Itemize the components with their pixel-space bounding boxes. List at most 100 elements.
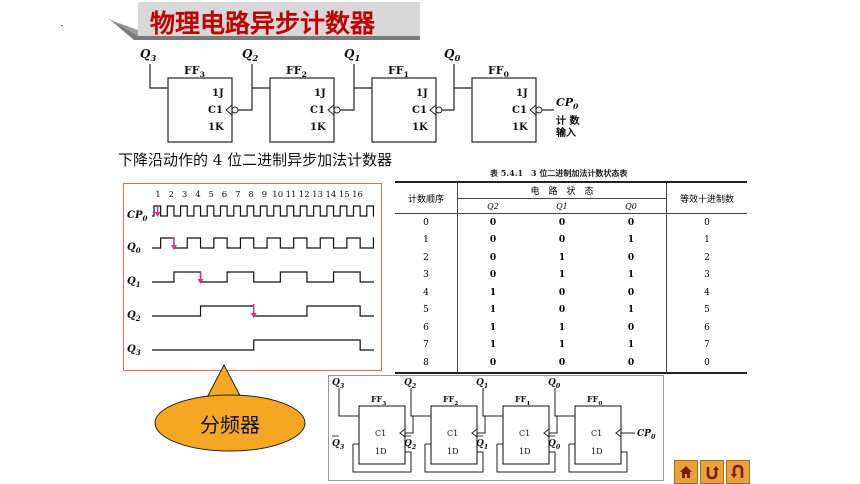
table-cell: 0 <box>666 213 747 232</box>
flip-flop-box <box>371 77 437 143</box>
col-header-order: 计数顺序 <box>395 182 458 214</box>
u-turn-icon[interactable] <box>700 460 724 484</box>
edge-arrow-head <box>154 212 161 217</box>
q3-waveform <box>152 339 374 351</box>
table-cell: 2 <box>395 249 458 267</box>
pin-c-label: C1 <box>512 105 527 116</box>
page-title: 物理电路异步计数器 <box>150 9 376 38</box>
table-cell: 1 <box>489 305 497 316</box>
pin-c-label: C1 <box>447 429 458 438</box>
pin-d-label: 1D <box>519 447 531 456</box>
flip-flop-label: FF2 <box>443 394 458 407</box>
title-banner <box>108 2 420 40</box>
col-header-decimal: 等效十进制数 <box>666 182 747 214</box>
table-cell: 0 <box>627 357 635 368</box>
clock-triangle <box>327 104 335 116</box>
ripple-wire <box>238 88 253 111</box>
pulse-number: 5 <box>208 190 213 200</box>
flip-flop-label: FF0 <box>587 394 602 407</box>
clock-triangle <box>471 428 478 438</box>
table-cell: 3 <box>666 266 747 284</box>
pulse-number: 2 <box>169 190 174 200</box>
state-table-caption: 表 5.4.1 3 位二进制加法计数状态表 <box>490 168 628 178</box>
ripple-wire <box>442 88 455 111</box>
pin-j-label: 1J <box>416 88 428 99</box>
pulse-number: 9 <box>262 190 267 200</box>
pulse-number: 3 <box>182 190 187 200</box>
table-cell: 0 <box>489 217 497 228</box>
signal-label: CP0 <box>127 210 147 223</box>
table-cell: 0 <box>627 322 635 333</box>
table-cell: 1 <box>395 231 458 249</box>
q-output-wire <box>353 64 372 89</box>
flip-flop-label: FF3 <box>371 394 386 407</box>
table-cell: 0 <box>558 305 566 316</box>
circuit-caption: 下降沿动作的 4 位二进制异步加法计数器 <box>118 151 393 169</box>
signal-label: Q0 <box>127 242 141 255</box>
table-cell: 1 <box>558 340 566 351</box>
pulse-number: 14 <box>325 190 336 200</box>
home-icon[interactable] <box>674 460 698 484</box>
flip-flop-box <box>574 405 622 465</box>
q-bar-label: Q3 <box>332 439 345 451</box>
q-output-wire <box>149 64 168 89</box>
q-output-label: Q1 <box>476 378 488 390</box>
flip-flop-box <box>502 405 550 465</box>
clock-triangle <box>529 104 537 116</box>
table-cell: 1 <box>489 322 497 333</box>
table-cell: 1 <box>627 235 635 246</box>
q-output-label: Q3 <box>140 47 156 63</box>
table-cell: 0 <box>558 235 566 246</box>
pulse-number: 4 <box>195 190 200 200</box>
pulse-number: 1 <box>155 190 160 200</box>
pin-c-label: C1 <box>310 105 325 116</box>
table-cell: 0 <box>558 217 566 228</box>
table-cell: 0 <box>489 235 497 246</box>
signal-label: Q2 <box>127 310 141 323</box>
table-cell: 3 <box>395 266 458 284</box>
col-header-q1: Q1 <box>527 198 596 214</box>
edge-arrow-head <box>170 245 177 250</box>
edge-arrow-head <box>250 313 257 318</box>
pulse-number: 6 <box>222 190 227 200</box>
table-cell: 4 <box>666 284 747 302</box>
top-circuit-diagram: FF31JC11KQ3FF21JC11KQ2FF11JC11KQ1FF01JC1… <box>140 47 580 143</box>
signal-label: Q3 <box>127 344 141 357</box>
table-cell: 0 <box>489 357 497 368</box>
table-cell: 1 <box>489 340 497 351</box>
dot-marker <box>61 25 63 26</box>
pulse-number: 15 <box>339 190 350 200</box>
pin-k-label: 1K <box>310 122 326 133</box>
table-cell: 4 <box>395 284 458 302</box>
q2-waveform <box>152 305 374 317</box>
table-cell: 0 <box>627 252 635 263</box>
callout-label: 分频器 <box>200 413 260 437</box>
flip-flop-box <box>167 77 233 143</box>
pulse-number: 11 <box>286 190 297 200</box>
table-cell: 0 <box>627 287 635 298</box>
table-cell: 6 <box>395 319 458 337</box>
flip-flop-label: FF1 <box>388 64 409 79</box>
pin-c-label: C1 <box>519 429 530 438</box>
table-cell: 1 <box>489 287 497 298</box>
table-cell: 1 <box>627 340 635 351</box>
edge-arrow-head <box>197 279 204 284</box>
return-icon[interactable] <box>726 460 750 484</box>
pin-c-label: C1 <box>591 429 602 438</box>
table-cell: 7 <box>666 336 747 354</box>
clock-bubble <box>231 106 239 114</box>
feedback-wire <box>424 444 484 473</box>
pin-d-label: 1D <box>447 447 459 456</box>
nav-toolbar <box>674 460 750 484</box>
q-output-wire <box>453 64 472 89</box>
flip-flop-label: FF0 <box>488 64 509 79</box>
table-cell: 1 <box>558 270 566 281</box>
